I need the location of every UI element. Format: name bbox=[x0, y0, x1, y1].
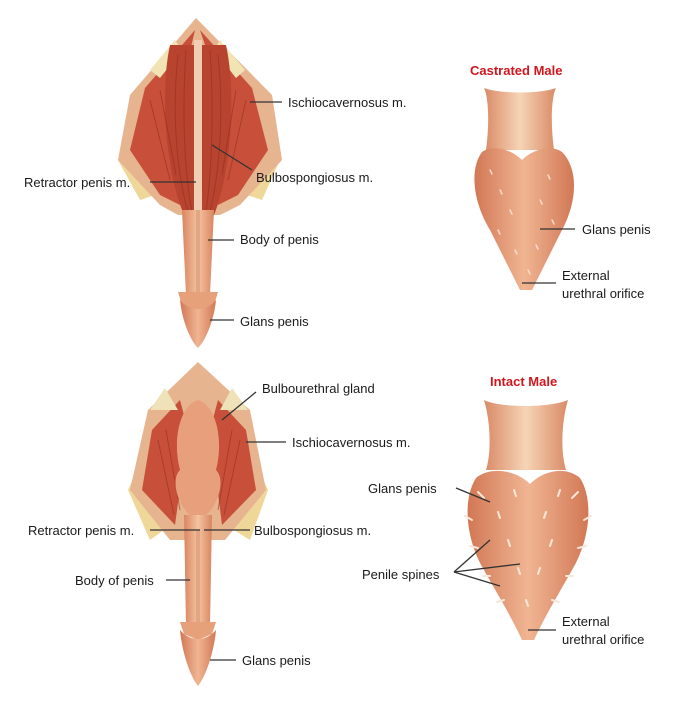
castrated-title: Castrated Male bbox=[470, 63, 563, 78]
label-intact-spines: Penile spines bbox=[362, 567, 440, 582]
label-bottom-body: Body of penis bbox=[75, 573, 154, 588]
castrated-stem bbox=[484, 88, 556, 150]
bottom-ischiocavernosus-left bbox=[142, 400, 188, 525]
leader-intact-spines-3 bbox=[453, 571, 501, 587]
bottom-ischiocavernosus-right bbox=[210, 400, 256, 525]
bottom-bulb bbox=[175, 400, 221, 515]
intact-stem bbox=[484, 400, 568, 470]
label-intact-glans: Glans penis bbox=[368, 481, 437, 496]
label-top-ischiocavernosus: Ischiocavernosus m. bbox=[288, 95, 407, 110]
leader-intact-glans bbox=[455, 487, 491, 503]
label-top-glans: Glans penis bbox=[240, 314, 309, 329]
label-castrated-orifice-1: External bbox=[562, 268, 610, 283]
top-retractor-strip bbox=[194, 40, 202, 230]
label-top-body: Body of penis bbox=[240, 232, 319, 247]
label-bottom-ischiocavernosus: Ischiocavernosus m. bbox=[292, 435, 411, 450]
bottom-penis-illustration bbox=[128, 362, 268, 686]
label-bottom-bulbourethral: Bulbourethral gland bbox=[262, 381, 375, 396]
label-top-bulbospongiosus: Bulbospongiosus m. bbox=[256, 170, 374, 185]
label-castrated-orifice-2: urethral orifice bbox=[562, 286, 645, 301]
leader-intact-spines-1 bbox=[453, 539, 491, 573]
label-bottom-glans: Glans penis bbox=[242, 653, 311, 668]
label-intact-orifice-1: External bbox=[562, 614, 610, 629]
label-castrated-glans: Glans penis bbox=[582, 222, 651, 237]
castrated-glans bbox=[474, 148, 574, 290]
leader-bottom-bulbourethral bbox=[221, 391, 257, 421]
leader-top-bulbospongiosus bbox=[211, 144, 253, 171]
intact-title: Intact Male bbox=[490, 374, 558, 389]
label-bottom-retractor: Retractor penis m. bbox=[28, 523, 135, 538]
castrated-glans-illustration bbox=[474, 88, 574, 290]
top-glans bbox=[180, 300, 216, 348]
leader-intact-spines-2 bbox=[453, 563, 521, 573]
top-penis-illustration bbox=[118, 18, 282, 348]
label-bottom-bulbospongiosus: Bulbospongiosus m. bbox=[254, 523, 372, 538]
bottom-glans bbox=[180, 630, 216, 686]
leader-lines bbox=[150, 101, 575, 661]
bottom-shaft-midline bbox=[196, 530, 200, 625]
bottom-collar bbox=[180, 622, 216, 640]
top-shaft-midline bbox=[196, 210, 200, 295]
label-top-retractor: Retractor penis m. bbox=[24, 175, 131, 190]
bottom-bulbourethral-left bbox=[150, 388, 178, 410]
label-intact-orifice-2: urethral orifice bbox=[562, 632, 645, 647]
intact-glans-illustration bbox=[464, 400, 592, 640]
